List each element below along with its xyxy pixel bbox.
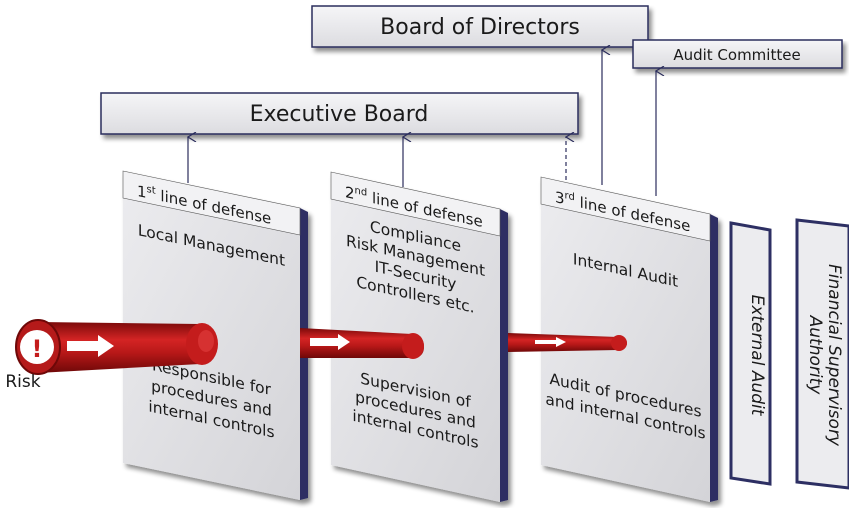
- audit-committee-label: Audit Committee: [673, 46, 800, 64]
- supervisory-label-line-1: Financial Supervisory: [824, 264, 844, 447]
- risk-arrow-2: [310, 334, 350, 350]
- external-audit-label: External Audit: [747, 295, 767, 417]
- risk-arrow-1: [67, 335, 114, 357]
- reporting-lines: [188, 50, 656, 196]
- executive-board-box: Executive Board: [100, 92, 579, 135]
- external-audit-panel: External Audit: [729, 221, 772, 486]
- risk-tube: !: [15, 319, 627, 375]
- supervisory-authority-panel: Financial Supervisory Authority: [795, 218, 849, 490]
- executive-board-label: Executive Board: [250, 102, 429, 127]
- board-of-directors-label: Board of Directors: [380, 15, 580, 40]
- audit-committee-box: Audit Committee: [632, 39, 843, 69]
- board-of-directors-box: Board of Directors: [311, 5, 649, 48]
- exclamation-icon: [20, 330, 54, 364]
- risk-arrow-3: [535, 337, 566, 347]
- risk-label: Risk: [5, 372, 40, 392]
- exclamation-glyph: !: [32, 335, 43, 363]
- supervisory-label-line-2: Authority: [805, 315, 825, 396]
